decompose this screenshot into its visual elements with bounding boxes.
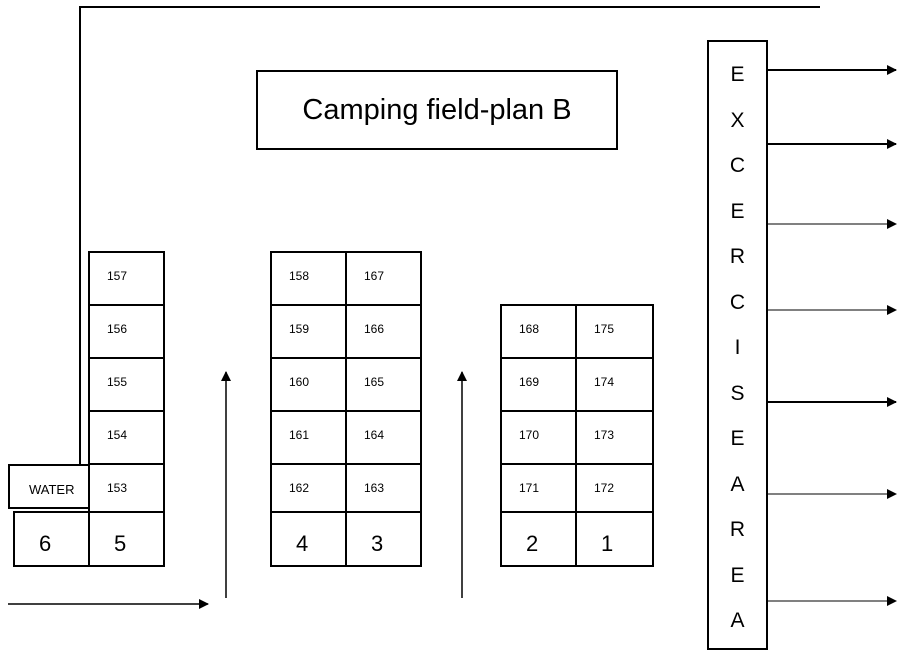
site-163[interactable]: 163 — [345, 463, 422, 513]
water-label: WATER — [29, 482, 75, 497]
exercise-area-letter: A — [730, 472, 745, 496]
exercise-area-letter: C — [729, 154, 746, 177]
site-175[interactable]: 175 — [575, 304, 654, 359]
site-171[interactable]: 171 — [500, 463, 577, 513]
site-174[interactable]: 174 — [575, 357, 654, 412]
site-157[interactable]: 157 — [88, 251, 165, 306]
site-165[interactable]: 165 — [345, 357, 422, 412]
row-4[interactable]: 4 — [270, 511, 347, 567]
row-2[interactable]: 2 — [500, 511, 577, 567]
plan-title-text: Camping field-plan B — [302, 93, 572, 126]
exercise-area-letter: E — [730, 199, 745, 223]
site-162[interactable]: 162 — [270, 463, 347, 513]
site-167[interactable]: 167 — [345, 251, 422, 306]
exercise-area-letter: R — [729, 245, 746, 268]
site-161[interactable]: 161 — [270, 410, 347, 465]
exercise-area-letter: E — [730, 63, 745, 86]
water-point: WATER — [8, 464, 90, 509]
plan-title: Camping field-plan B — [256, 70, 618, 150]
site-164[interactable]: 164 — [345, 410, 422, 465]
site-153[interactable]: 153 — [88, 463, 165, 513]
exercise-area-letter: E — [730, 427, 745, 450]
exercise-area-letter: A — [730, 609, 745, 632]
row-6[interactable]: 6 — [13, 511, 90, 567]
exercise-area-letter: X — [730, 108, 745, 132]
exercise-area-letter: E — [730, 563, 745, 587]
site-155[interactable]: 155 — [88, 357, 165, 412]
site-158[interactable]: 158 — [270, 251, 347, 306]
row-5[interactable]: 5 — [88, 511, 165, 567]
boundary-line — [79, 6, 820, 487]
site-166[interactable]: 166 — [345, 304, 422, 359]
site-156[interactable]: 156 — [88, 304, 165, 359]
row-3[interactable]: 3 — [345, 511, 422, 567]
exercise-area-letter: R — [729, 518, 746, 541]
site-170[interactable]: 170 — [500, 410, 577, 465]
site-160[interactable]: 160 — [270, 357, 347, 412]
site-159[interactable]: 159 — [270, 304, 347, 359]
site-169[interactable]: 169 — [500, 357, 577, 412]
exercise-area-letter: S — [730, 381, 745, 405]
exercise-area-letter: I — [734, 336, 741, 359]
exercise-area-letter: C — [729, 290, 746, 314]
site-173[interactable]: 173 — [575, 410, 654, 465]
site-172[interactable]: 172 — [575, 463, 654, 513]
row-1[interactable]: 1 — [575, 511, 654, 567]
site-154[interactable]: 154 — [88, 410, 165, 465]
site-168[interactable]: 168 — [500, 304, 577, 359]
